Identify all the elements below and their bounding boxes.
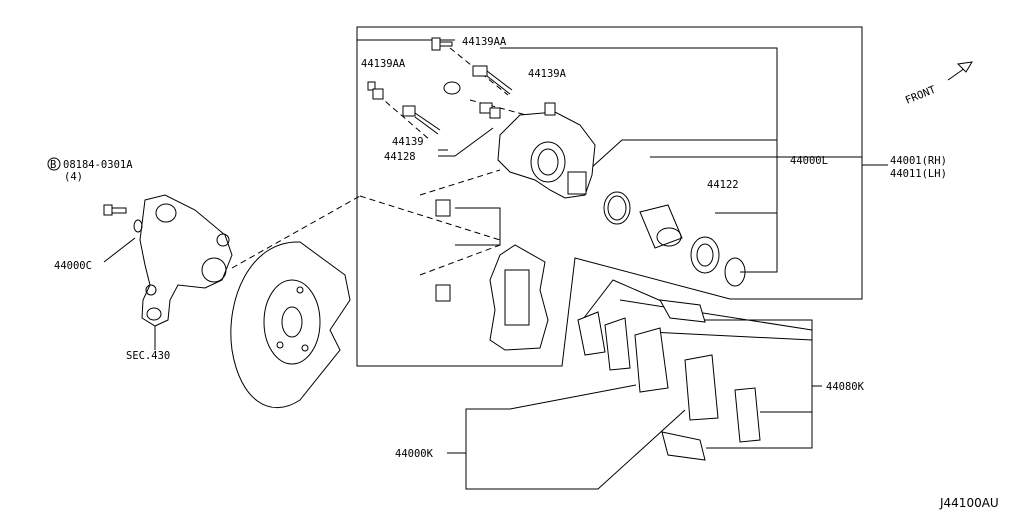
cap <box>724 257 746 287</box>
pad-shim-2 <box>604 317 631 371</box>
caliper-body <box>497 102 596 199</box>
bolt-marker-icon: B <box>47 157 61 171</box>
guide-pin-44139 <box>402 105 441 135</box>
label-44011-lh: 44011(LH) <box>890 168 947 180</box>
diagram-id: J44100AU <box>939 496 999 510</box>
torque-member <box>489 244 549 351</box>
label-bolt-code: 08184-0301A <box>63 159 133 171</box>
boundary-lines <box>103 26 888 490</box>
label-44139A: 44139A <box>528 68 567 80</box>
boot-44139AA <box>443 81 461 95</box>
label-44128: 44128 <box>384 151 416 163</box>
label-44000C: 44000C <box>54 260 92 272</box>
label-44139: 44139 <box>392 136 424 148</box>
brake-pad-outer <box>684 354 719 421</box>
piston-seal <box>603 191 631 225</box>
bolt-08184 <box>103 204 127 216</box>
piston-44122 <box>639 204 683 249</box>
label-bolt-qty: (4) <box>64 171 83 183</box>
washer-44000C <box>133 219 143 233</box>
pin-boots <box>435 199 451 302</box>
bolt-prefix: B <box>50 159 56 171</box>
dust-boot <box>690 236 720 274</box>
bleeder-44139AA-left <box>367 81 384 100</box>
label-44139AA-top: 44139AA <box>462 36 507 48</box>
label-44122: 44122 <box>707 179 739 191</box>
label-44139AA-left: 44139AA <box>361 58 406 70</box>
bleeder-44139AA-top <box>431 37 453 51</box>
pad-shim-3 <box>734 387 761 443</box>
label-44080K: 44080K <box>826 381 865 393</box>
pad-clip-lower <box>661 431 706 461</box>
dust-shield <box>230 241 351 409</box>
pad-shim-1 <box>577 311 606 356</box>
label-sec430: SEC.430 <box>126 350 170 362</box>
label-44001-rh: 44001(RH) <box>890 155 947 167</box>
guide-pin-44139A <box>472 65 513 95</box>
label-44000L: 44000L <box>790 155 828 167</box>
bolt-44128 <box>479 102 501 119</box>
steering-knuckle <box>139 194 233 327</box>
front-arrow-icon <box>947 61 973 81</box>
label-44000K: 44000K <box>395 448 434 460</box>
label-front: FRONT <box>904 84 938 107</box>
pad-clip-upper <box>659 299 706 323</box>
brake-pad-inner <box>634 327 669 393</box>
